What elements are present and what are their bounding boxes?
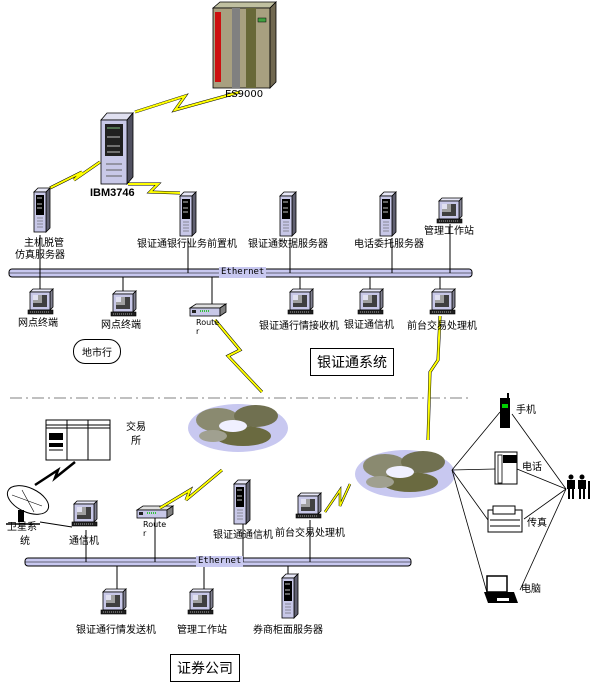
telephone-label: 电话 <box>522 462 542 473</box>
laptop-label: 电脑 <box>521 584 541 595</box>
phone-server-label: 电话委托服务器 <box>354 239 424 250</box>
router-label: Route r <box>196 318 220 336</box>
network-cloud-icon <box>355 450 455 498</box>
data-server-icon <box>279 191 297 237</box>
satellite-dish-icon <box>6 485 50 525</box>
router-icon <box>136 505 174 519</box>
front-trading-icon <box>295 492 322 519</box>
mainframe-icon <box>211 1 277 89</box>
mainframe-label: ES9000 <box>225 89 264 100</box>
host-server-label-line1: 主机脱管 <box>24 238 64 249</box>
front-trading-label: 前台交易处理机 <box>275 528 345 539</box>
admin-workstation-icon <box>187 588 214 615</box>
branch-terminal-label: 网点终端 <box>18 318 58 329</box>
fax-icon <box>487 505 523 533</box>
counter-server-label: 券商柜面服务器 <box>253 625 323 636</box>
phone-order-server-icon <box>379 191 397 237</box>
exchange-icon <box>45 419 111 461</box>
network-cloud-icon <box>188 404 288 452</box>
comm-machine-icon <box>71 500 98 527</box>
quote-sender-label: 银证通行情发送机 <box>76 625 156 636</box>
telephone-icon <box>494 451 518 485</box>
admin-ws-label: 管理工作站 <box>177 625 227 636</box>
admin-workstation-icon <box>436 197 463 224</box>
front-end-server-icon <box>179 191 197 237</box>
host-emulation-server-icon <box>33 187 51 233</box>
exchange-label-line2: 所 <box>131 436 141 447</box>
ethernet-label-top: Ethernet <box>219 267 267 278</box>
exchange-label-line1: 交易 <box>126 422 146 433</box>
quote-receiver-label: 银证通行情接收机 <box>259 321 339 332</box>
fep-label: IBM3746 <box>90 187 135 199</box>
mobile-phone-icon <box>500 393 510 428</box>
ethernet-label-bottom: Ethernet <box>196 556 244 567</box>
mobile-phone-label: 手机 <box>516 405 536 416</box>
comm-machine-icon <box>357 288 384 315</box>
front-trading-icon <box>429 288 456 315</box>
branch-terminal-label: 网点终端 <box>101 320 141 331</box>
system-label: 银证通系统 <box>310 348 394 376</box>
fax-label: 传真 <box>527 518 547 529</box>
comm-server-label: 银证通通信机 <box>213 530 273 541</box>
comm-machine-label: 银证通信机 <box>344 320 394 331</box>
front-trading-label: 前台交易处理机 <box>407 321 477 332</box>
quote-receiver-icon <box>287 288 314 315</box>
quote-sender-icon <box>100 588 127 615</box>
people-icon <box>567 474 590 499</box>
branch-bank-label: 地市行 <box>73 339 121 364</box>
front-server-label: 银证通银行业务前置机 <box>137 239 237 250</box>
branch-terminal-icon <box>27 288 54 315</box>
branch-terminal-icon <box>110 290 137 317</box>
server-tower-icon <box>100 111 134 186</box>
router-icon <box>189 303 227 317</box>
satellite-label-line1: 卫星系 <box>7 522 37 533</box>
comm-machine-label: 通信机 <box>69 536 99 547</box>
comm-server-icon <box>233 479 251 525</box>
host-server-label-line2: 仿真服务器 <box>15 250 65 261</box>
data-server-label: 银证通数据服务器 <box>248 239 328 250</box>
laptop-icon <box>484 575 518 603</box>
company-label: 证券公司 <box>170 654 240 682</box>
satellite-label-line2: 统 <box>20 536 30 547</box>
counter-server-icon <box>281 573 299 619</box>
router-label: Route r <box>143 520 167 538</box>
connection-lines <box>451 411 567 597</box>
admin-ws-label: 管理工作站 <box>424 226 474 237</box>
